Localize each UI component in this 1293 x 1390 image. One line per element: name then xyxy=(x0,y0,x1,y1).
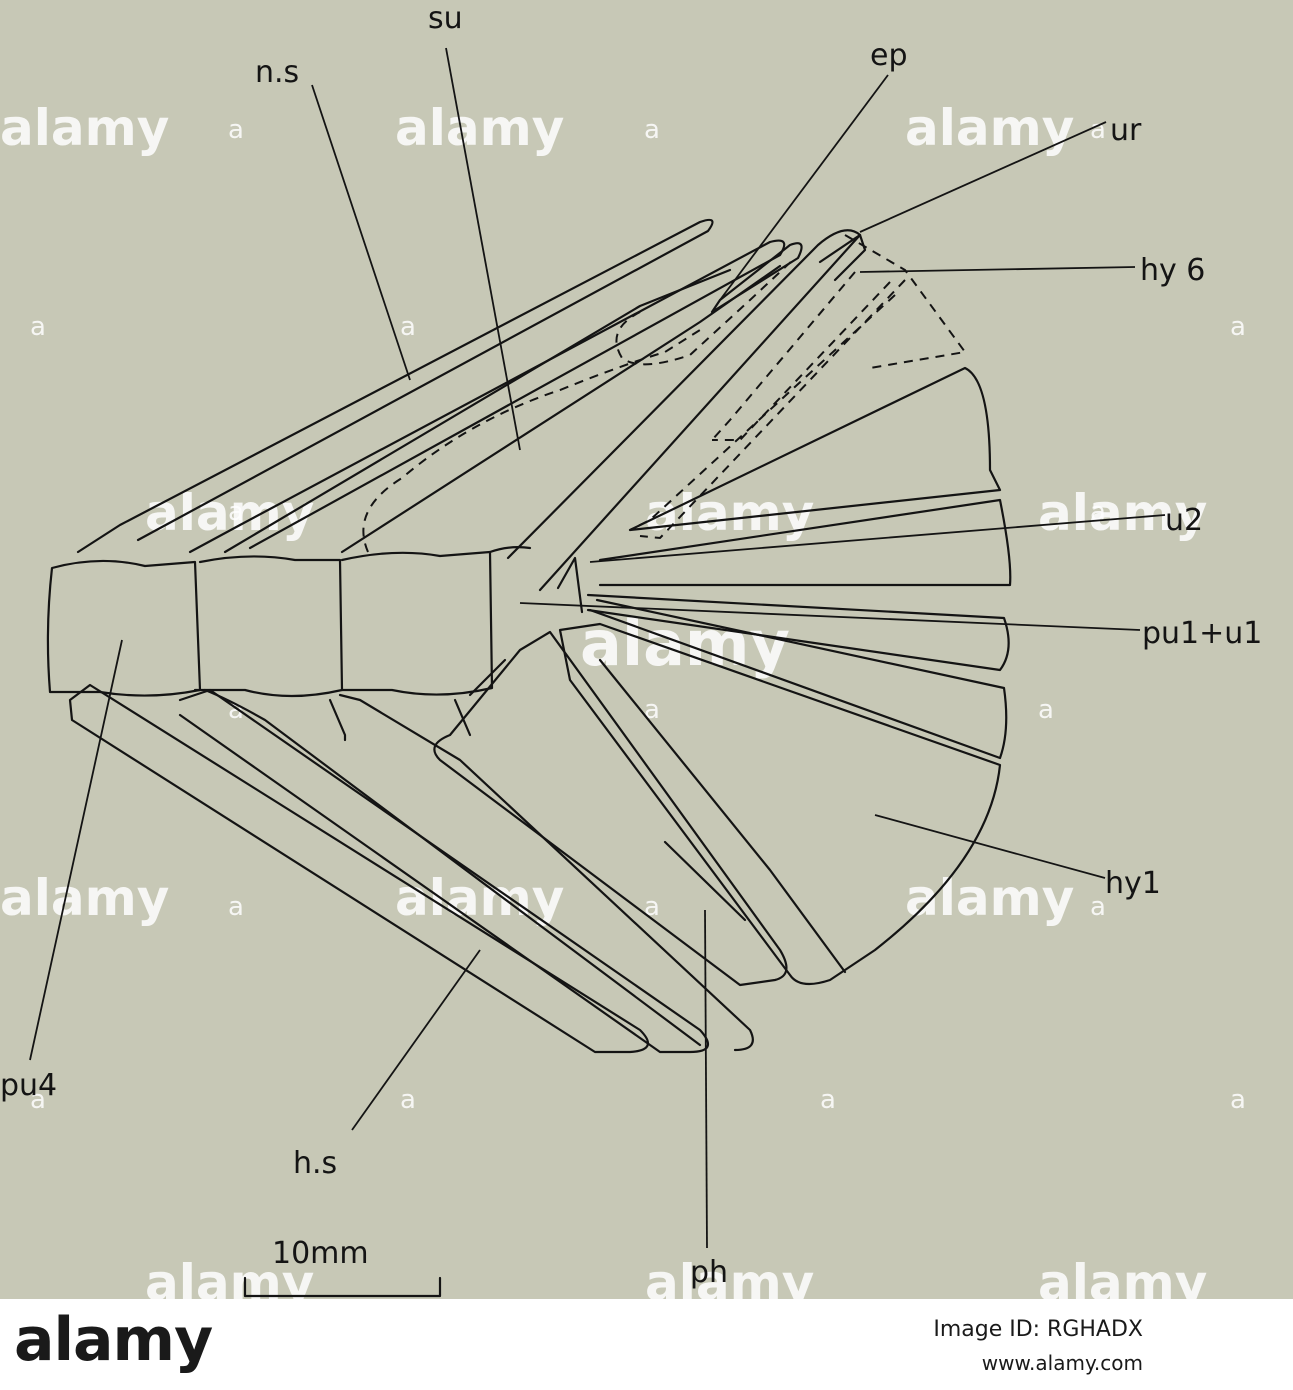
svg-text:a: a xyxy=(400,312,416,342)
stock-footer: alamy Image ID: RGHADX www.alamy.com xyxy=(0,1299,1293,1390)
caudal-skeleton-figure: alamy alamy alamy alamy alamy alamy alam… xyxy=(0,1,1263,1299)
svg-text:10mm: 10mm xyxy=(272,1236,369,1271)
svg-text:a: a xyxy=(1090,115,1106,145)
svg-text:a: a xyxy=(228,115,244,145)
hypural-fan xyxy=(556,366,1012,760)
svg-text:alamy: alamy xyxy=(145,484,314,542)
svg-text:a: a xyxy=(1090,497,1106,527)
svg-text:a: a xyxy=(644,892,660,922)
epural-uroneural xyxy=(362,229,867,592)
diagram-canvas: alamy alamy alamy alamy alamy alamy alam… xyxy=(0,1,1262,1299)
hypural-1 xyxy=(558,622,1002,986)
svg-text:a: a xyxy=(30,312,46,342)
svg-text:a: a xyxy=(1230,312,1246,342)
svg-text:a: a xyxy=(644,115,660,145)
label-ns: n.s xyxy=(255,55,299,90)
svg-text:a: a xyxy=(228,695,244,725)
svg-text:alamy: alamy xyxy=(1038,484,1207,542)
label-u2: u2 xyxy=(1165,503,1203,538)
svg-text:alamy: alamy xyxy=(395,99,564,157)
neural-spines xyxy=(76,218,786,554)
svg-text:alamy: alamy xyxy=(1038,1254,1207,1299)
svg-text:a: a xyxy=(644,695,660,725)
leader-lines xyxy=(29,47,1166,1249)
label-hs: h.s xyxy=(293,1146,337,1181)
label-hy1: hy1 xyxy=(1105,866,1161,901)
svg-text:a: a xyxy=(228,892,244,922)
svg-text:alamy: alamy xyxy=(645,1254,814,1299)
site-url: www.alamy.com xyxy=(981,1351,1143,1375)
scale-bar: 10mm xyxy=(243,1236,442,1298)
svg-text:alamy: alamy xyxy=(905,99,1074,157)
svg-text:a: a xyxy=(1230,1085,1246,1115)
label-pu4: pu4 xyxy=(0,1068,57,1103)
brand-logo: alamy xyxy=(14,1305,213,1375)
svg-text:a: a xyxy=(30,1085,46,1115)
label-hy6: hy 6 xyxy=(1140,253,1205,288)
upper-hypurals-dashed xyxy=(629,234,967,540)
haemal-spines xyxy=(68,658,754,1054)
label-su: su xyxy=(428,1,463,36)
svg-text:a: a xyxy=(1038,695,1054,725)
label-ur: ur xyxy=(1110,113,1142,148)
svg-text:alamy: alamy xyxy=(145,1254,314,1299)
label-pu1u1: pu1+u1 xyxy=(1142,616,1262,651)
svg-text:a: a xyxy=(1090,892,1106,922)
image-id-text: Image ID: RGHADX xyxy=(933,1317,1143,1342)
vertebral-centra xyxy=(46,546,532,698)
svg-text:alamy: alamy xyxy=(0,869,169,927)
svg-text:alamy: alamy xyxy=(0,99,169,157)
label-ph: ph xyxy=(690,1255,728,1290)
watermark: alamy alamy alamy alamy alamy alamy alam… xyxy=(0,99,1246,1299)
svg-text:a: a xyxy=(228,497,244,527)
labels: su n.s ep ur hy 6 u2 pu1+u1 hy1 pu4 h.s … xyxy=(0,1,1262,1290)
svg-text:a: a xyxy=(820,1085,836,1115)
parhypural xyxy=(433,630,788,987)
label-ep: ep xyxy=(870,38,908,73)
svg-text:alamy: alamy xyxy=(905,869,1074,927)
svg-text:a: a xyxy=(400,1085,416,1115)
